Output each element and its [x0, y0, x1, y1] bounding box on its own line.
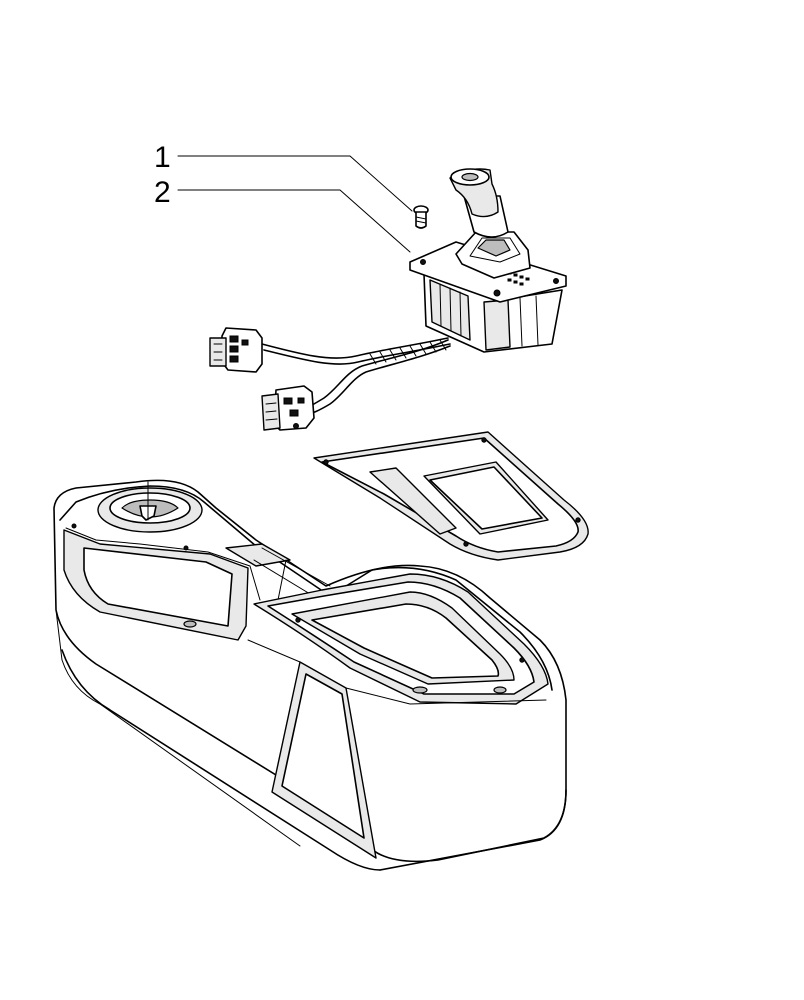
upper-connector [209, 327, 263, 373]
cover-plate-hole [323, 459, 329, 465]
body-rib [535, 295, 539, 346]
boot-inner [477, 239, 511, 257]
joystick-body-front [483, 299, 511, 351]
harness-wire [261, 337, 449, 359]
housing-screw [71, 523, 77, 529]
harness-wire [301, 345, 451, 417]
screw-part [413, 205, 429, 229]
base-bottom-rear [379, 789, 567, 871]
harness-sleeve [369, 339, 447, 365]
body-rib [459, 291, 462, 337]
mounting-hole [420, 259, 426, 265]
console-rim [59, 485, 553, 691]
leader-line-2 [177, 189, 411, 253]
console-housing [53, 479, 567, 871]
callout-1: 1 [154, 141, 413, 212]
base-bottom [61, 649, 381, 871]
side-edge [345, 687, 547, 705]
front-cavity-floor [83, 547, 233, 627]
leader-line-1 [177, 155, 413, 212]
screw-thread [415, 220, 427, 224]
housing-screw [183, 545, 189, 551]
rear-opening-floor [311, 603, 500, 679]
housing-screw [295, 617, 301, 623]
cover-plate-hole [481, 437, 487, 443]
rail-line [261, 547, 331, 587]
cover-plate-window-inner [429, 466, 543, 530]
callout-number-1: 1 [154, 141, 171, 174]
body-rib [449, 287, 452, 332]
rear-cavity-boss [493, 686, 507, 694]
body-rib [519, 297, 523, 347]
side-recess-panel [281, 673, 365, 839]
lower-connector [261, 385, 315, 431]
middle-slot [225, 543, 291, 567]
boot-fold [469, 237, 521, 263]
joystick-button [461, 172, 479, 182]
screw-thread [415, 216, 427, 220]
cover-plate-slot [369, 467, 457, 535]
rear-cavity-boss [412, 686, 428, 694]
housing-screw [519, 657, 525, 663]
body-rib [439, 283, 442, 327]
side-edge [247, 639, 301, 663]
front-cavity-boss [183, 620, 197, 628]
callout-2: 2 [154, 176, 411, 253]
console-rim-inner [65, 527, 261, 601]
cover-plate [313, 431, 589, 561]
harness-wire [299, 339, 449, 411]
upper-connector-body [221, 327, 263, 373]
mounting-hole [553, 278, 559, 284]
wiring-harness [209, 327, 451, 431]
cover-plate-hole [575, 517, 581, 523]
callout-number-2: 2 [154, 176, 171, 209]
cover-plate-hole [463, 541, 469, 547]
joystick-unit-part [409, 168, 567, 353]
screw-shank [415, 211, 427, 229]
mounting-hole [493, 289, 501, 297]
